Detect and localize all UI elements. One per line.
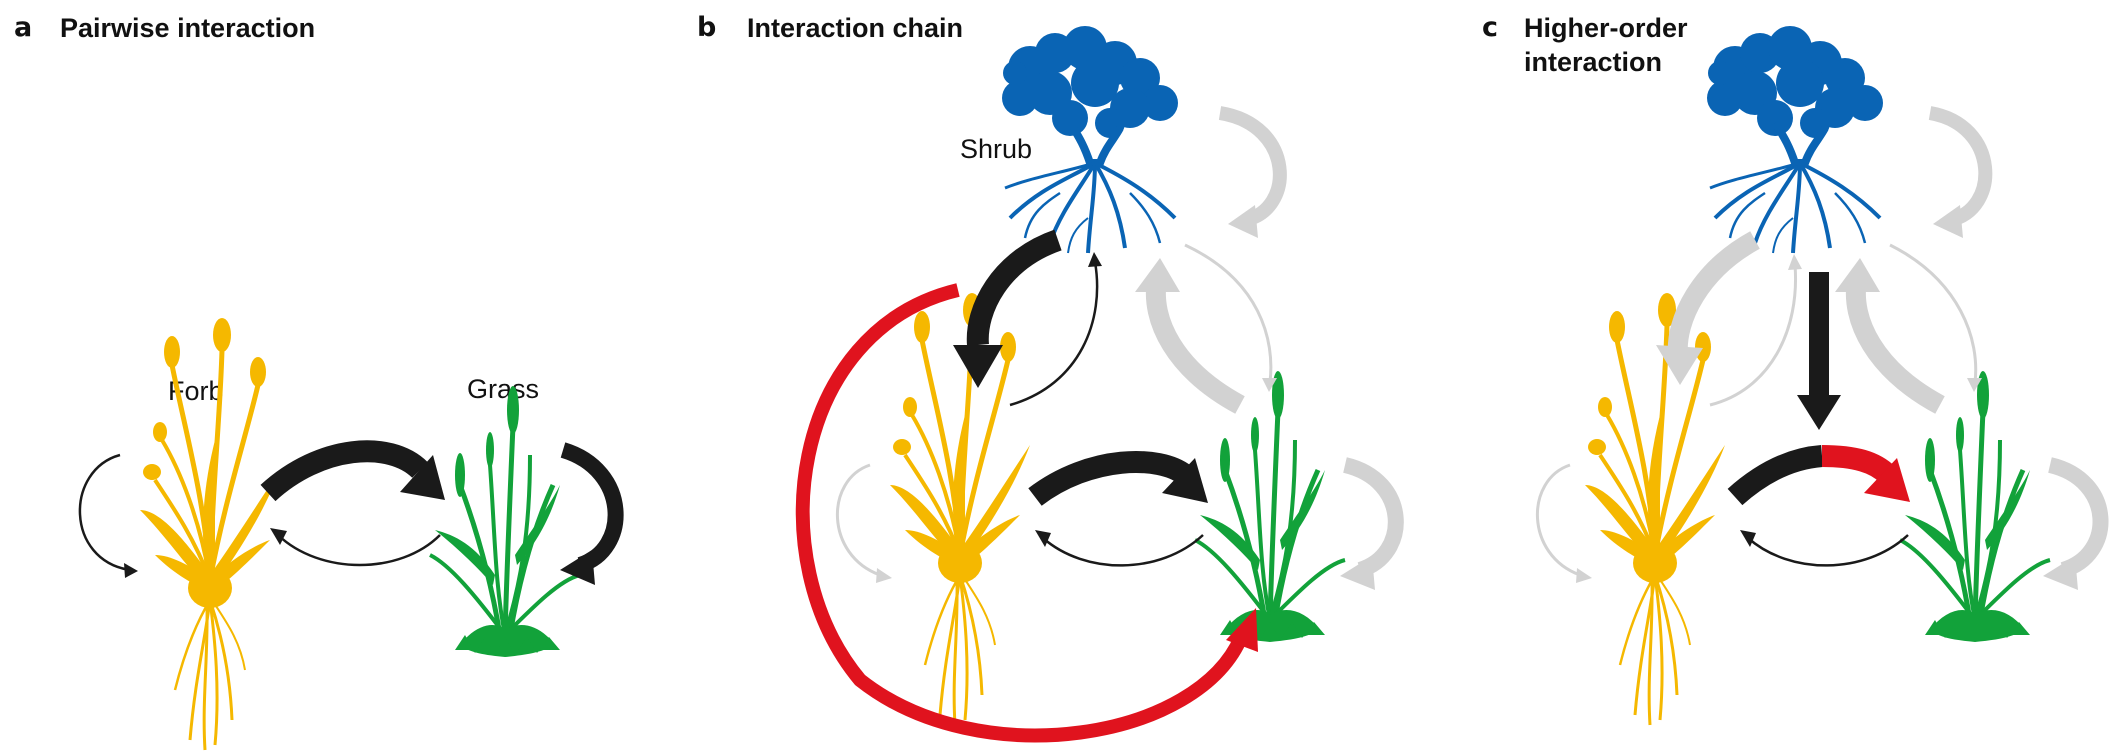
grass-self-arrow [560,442,624,573]
forb-to-shrub-arrow [1709,264,1798,407]
shrub-modifier-arrow [1809,272,1829,397]
forb-to-grass-arrow-red [1821,445,1896,484]
grass-plant-icon [430,386,580,657]
forb-plant-icon [140,318,280,750]
panel-c-title-line2: interaction [1524,47,1663,77]
grass-to-shrub-arrow [1145,278,1245,414]
shrub-tree-icon [1002,26,1178,253]
panel-b [795,26,1404,743]
forb-plant-icon [890,293,1030,725]
panel-b-letter: b [697,12,717,43]
shrub-label: Shrub [960,134,1033,164]
shrub-to-grass-arrow [1889,243,1978,383]
shrub-to-grass-arrow [1184,243,1273,383]
panel-a-letter: a [14,12,33,43]
panel-c [1536,26,2109,725]
shrub-to-forb-arrow [966,229,1062,346]
forb-plant-icon [1585,293,1725,725]
panel-b-title: Interaction chain [747,13,964,43]
indirect-effect-arrow [795,283,1249,743]
forb-to-shrub-arrow [1009,261,1099,407]
shrub-to-forb-arrow [1667,231,1760,356]
forb-self-arrow [836,463,881,577]
grass-self-arrow [2047,457,2109,578]
panel-a [78,318,624,750]
forb-self-arrow [78,453,131,572]
grass-to-shrub-arrow [1845,278,1945,414]
grass-plant-icon [1900,371,2050,642]
grass-to-forb-arrow [277,534,441,567]
forb-self-arrow [1536,463,1581,577]
panel-c-letter: c [1482,12,1499,43]
shrub-tree-icon [1707,26,1883,253]
panel-a-title: Pairwise interaction [60,13,316,43]
grass-to-forb-arrow [1747,534,1909,567]
forb-to-grass-arrow [260,440,428,502]
grass-self-arrow [1342,457,1404,578]
grass-label: Grass [467,374,540,404]
shrub-self-arrow [1928,106,1993,227]
forb-to-grass-arrow [1028,451,1192,506]
grass-plant-icon [1195,371,1345,642]
grass-to-forb-arrow [1042,534,1204,567]
shrub-self-arrow [1218,106,1287,227]
panel-c-title-line1: Higher-order [1524,13,1688,43]
forb-to-grass-arrow-black [1727,445,1824,506]
